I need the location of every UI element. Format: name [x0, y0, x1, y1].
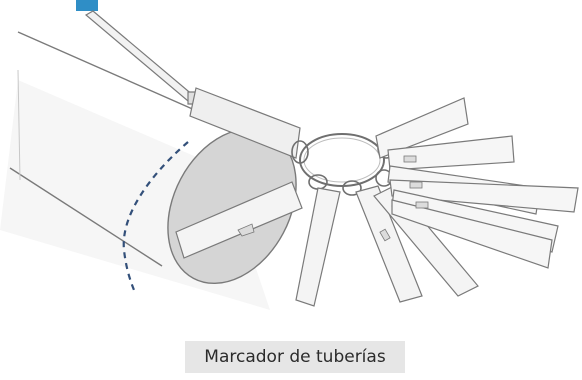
strap: [86, 11, 200, 104]
slot-3: [416, 202, 428, 208]
slot-1: [404, 156, 416, 162]
tag-down-1: [296, 188, 340, 306]
slot-2: [410, 182, 422, 188]
center-ring: [300, 134, 384, 186]
pipe-marker-illustration: [0, 0, 582, 318]
figure-caption: Marcador de tuberías: [185, 341, 405, 373]
tags-right: [376, 98, 578, 268]
strap-band: [86, 11, 194, 101]
